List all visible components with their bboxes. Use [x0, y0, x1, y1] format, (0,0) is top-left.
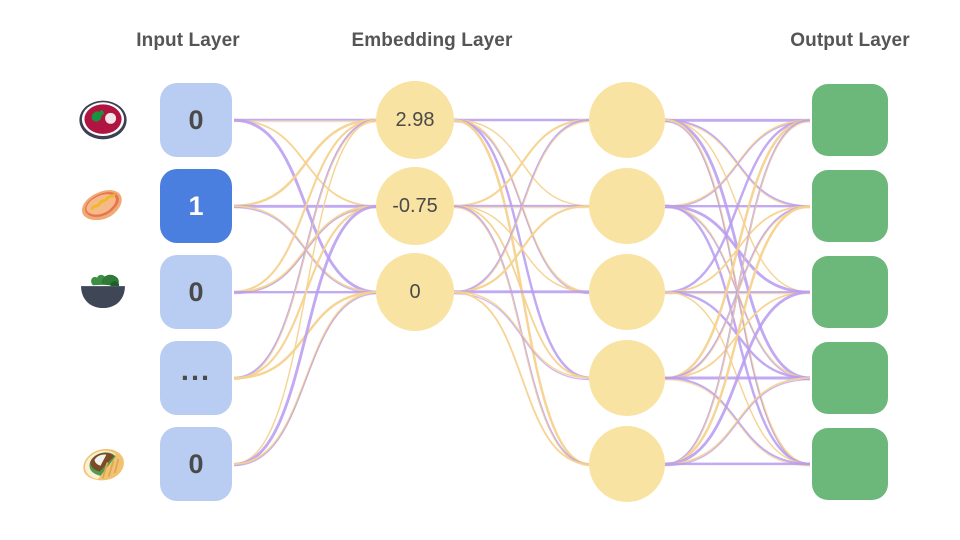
- beet-soup-bowl-icon: [76, 93, 130, 147]
- output-node-3[interactable]: [812, 342, 888, 414]
- input-node-2[interactable]: 0: [160, 255, 232, 329]
- layer-title-output: Output Layer: [790, 30, 910, 51]
- layer-title-input: Input Layer: [136, 30, 240, 51]
- input-node-1[interactable]: 1: [160, 169, 232, 243]
- burrito-icon: [76, 437, 130, 491]
- hidden-node-2[interactable]: [589, 254, 665, 330]
- hidden-node-4[interactable]: [589, 426, 665, 502]
- layer-title-embedding: Embedding Layer: [351, 30, 513, 51]
- green-salad-icon: [76, 265, 130, 319]
- input-node-4[interactable]: 0: [160, 427, 232, 501]
- embedding-node-0[interactable]: 2.98: [376, 81, 454, 159]
- hidden-node-1[interactable]: [589, 168, 665, 244]
- output-node-2[interactable]: [812, 256, 888, 328]
- hidden-node-0[interactable]: [589, 82, 665, 158]
- hot-dog-icon: [76, 179, 130, 233]
- input-node-ellipsis[interactable]: ...: [160, 341, 232, 415]
- embedding-node-1[interactable]: -0.75: [376, 167, 454, 245]
- output-node-0[interactable]: [812, 84, 888, 156]
- output-node-1[interactable]: [812, 170, 888, 242]
- input-node-0[interactable]: 0: [160, 83, 232, 157]
- embedding-node-2[interactable]: 0: [376, 253, 454, 331]
- output-node-4[interactable]: [812, 428, 888, 500]
- hidden-node-3[interactable]: [589, 340, 665, 416]
